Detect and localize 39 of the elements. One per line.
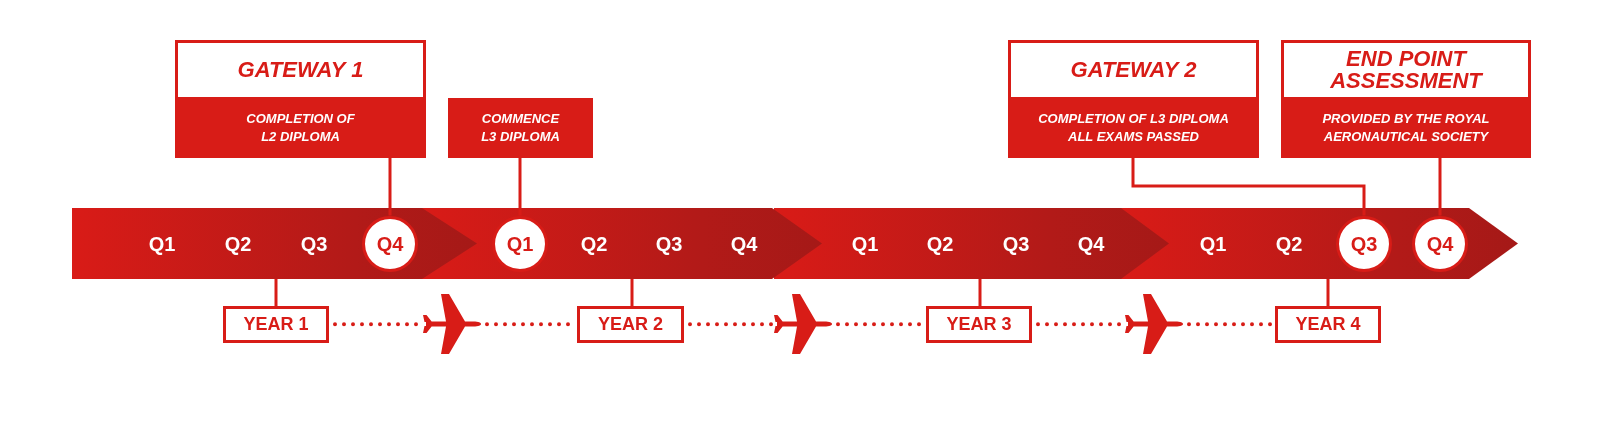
- airplane-icon: [423, 294, 481, 354]
- leader-line: [978, 279, 982, 306]
- milestone-card: [1281, 40, 1531, 158]
- year-box: YEAR 3: [926, 306, 1032, 343]
- chevron-band: [72, 208, 477, 279]
- chevron-band: [1121, 208, 1518, 279]
- milestone-title: GATEWAY 1: [236, 56, 365, 84]
- milestone-description: COMPLETION OF L2 DIPLOMA: [175, 97, 426, 158]
- quarter-label: Q3: [300, 233, 328, 254]
- milestone-card: [1008, 40, 1259, 158]
- quarter-label: Q4: [730, 233, 758, 254]
- quarter-label: Q1: [148, 233, 176, 254]
- milestone-title: GATEWAY 2: [1069, 56, 1198, 84]
- quarter-label: Q4: [1077, 233, 1105, 254]
- year-box: YEAR 2: [577, 306, 684, 343]
- leader-line: [388, 158, 392, 216]
- airplane-icon: [774, 294, 832, 354]
- leader-line: [1438, 158, 1442, 216]
- milestone-description: COMPLETION OF L3 DIPLOMA ALL EXAMS PASSED: [1008, 97, 1259, 158]
- quarter-label: Q2: [1275, 233, 1303, 254]
- year-box: YEAR 1: [223, 306, 329, 343]
- milestone-box: COMMENCE L3 DIPLOMA: [448, 98, 593, 158]
- leader-line: [1326, 279, 1330, 306]
- quarter-label: Q3: [655, 233, 683, 254]
- milestone-card: [175, 40, 426, 158]
- leader-line: [274, 279, 278, 306]
- quarter-label: Q2: [926, 233, 954, 254]
- quarter-label: Q1: [1199, 233, 1227, 254]
- quarter-label: Q3: [1002, 233, 1030, 254]
- airplane-icon: [1125, 294, 1183, 354]
- year-box: YEAR 4: [1275, 306, 1381, 343]
- milestone-description: PROVIDED BY THE ROYAL AERONAUTICAL SOCIETY: [1281, 97, 1531, 158]
- leader-line: [518, 158, 522, 216]
- quarter-label: Q1: [851, 233, 879, 254]
- quarter-label: Q2: [580, 233, 608, 254]
- leader-line: [1131, 158, 1366, 216]
- quarter-label: Q2: [224, 233, 252, 254]
- milestone-title: END POINT ASSESSMENT: [1329, 45, 1484, 95]
- leader-line: [630, 279, 634, 306]
